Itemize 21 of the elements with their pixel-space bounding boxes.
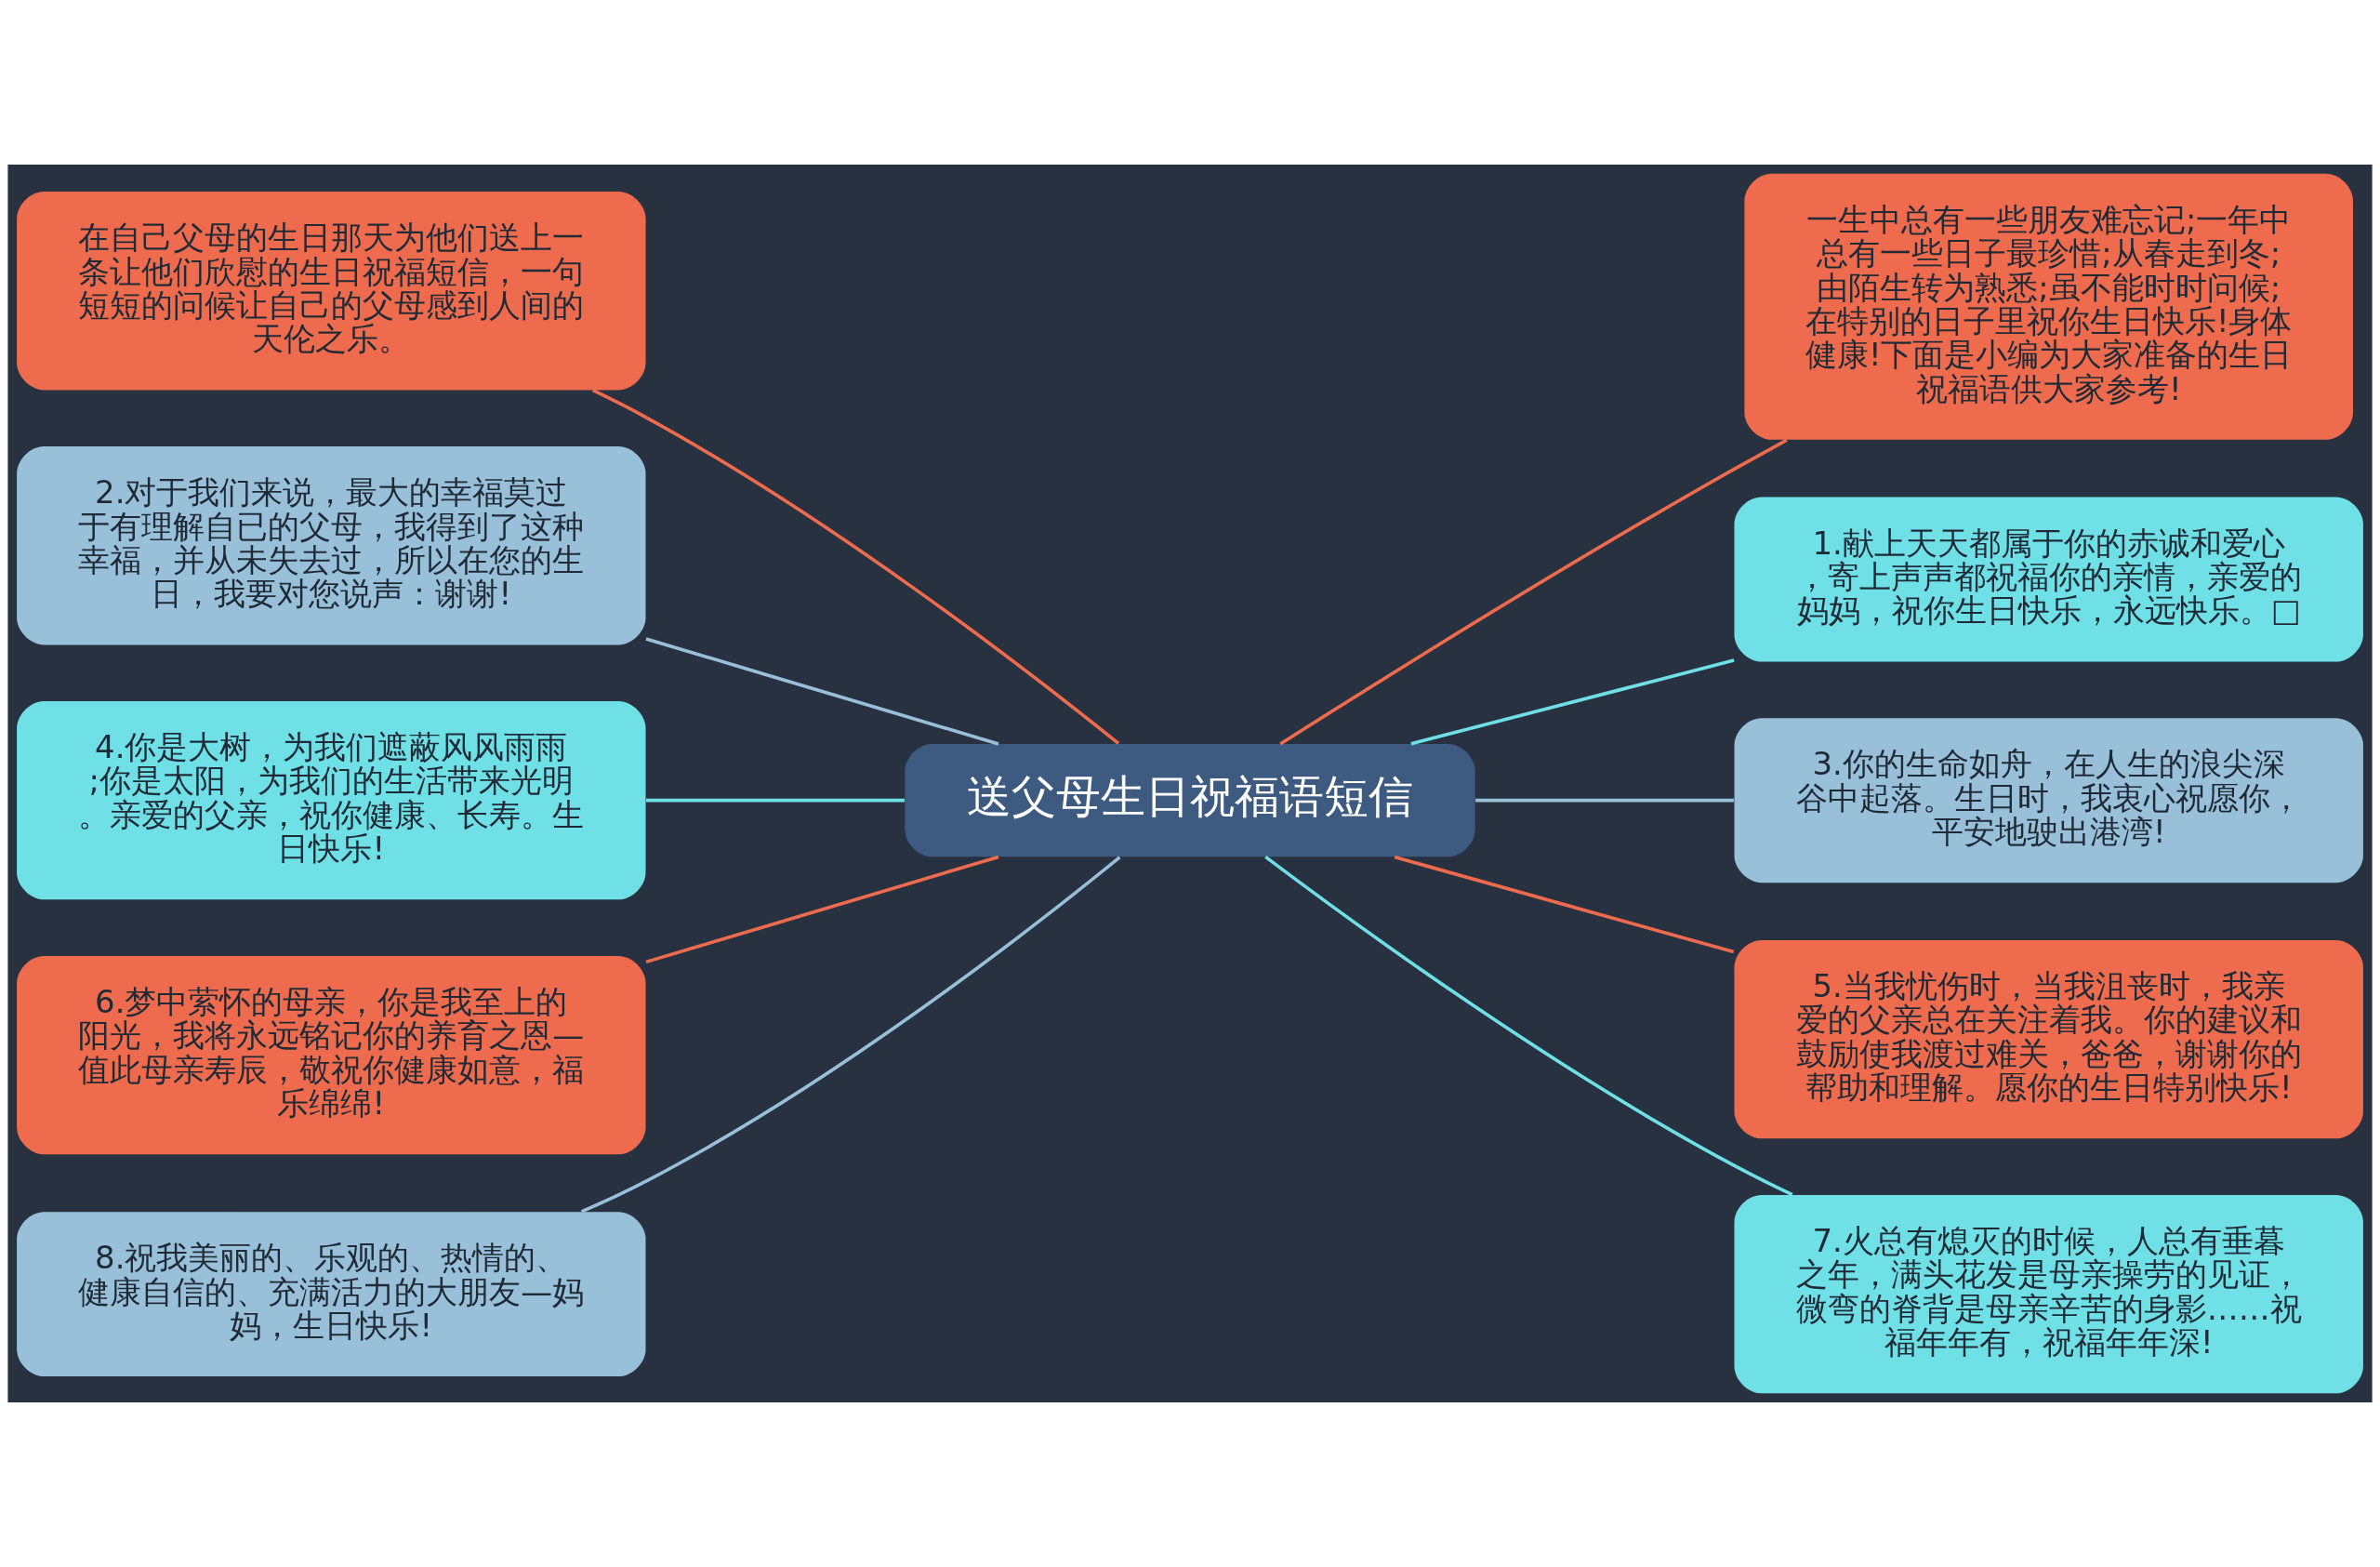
connector <box>1394 855 1735 954</box>
node-box: 2.对于我们来说，最大的幸福莫过于有理解自已的父母，我得到了这种幸福，并从未失去过，所以在您的生日，我要对您说声：谢谢! <box>17 446 646 645</box>
node-box: 7.火总有熄灭的时候，人总有垂暮之年，满头花发是母亲操劳的见证，微弯的脊背是母亲辛苦的身影……祝福年年有，祝福年年深! <box>1734 1194 2363 1394</box>
node-box: 3.你的生命如舟，在人生的浪尖深谷中起落。生日时，我衷心祝愿你，平安地驶出港湾! <box>1734 718 2363 883</box>
node-box: 6.梦中萦怀的母亲，你是我至上的阳光，我将永远铭记你的养育之恩—值此母亲寿辰，敬祝你健康如意，福乐绵绵! <box>17 955 646 1155</box>
node-box: 5.当我忧伤时，当我沮丧时，我亲爱的父亲总在关注着我。你的建议和鼓励使我渡过难关，爸爸，谢谢你的帮助和理解。愿你的生日特别快乐! <box>1734 940 2363 1139</box>
node-box: 送父母生日祝福语短信 <box>905 744 1475 857</box>
node-box: 1.献上天天都属于你的赤诚和爱心，寄上声声都祝福你的亲情，亲爱的妈妈，祝你生日快乐，永远快乐。□ <box>1734 497 2363 662</box>
connector <box>1475 798 1734 803</box>
connector <box>591 389 1120 745</box>
connector <box>1410 658 1735 746</box>
node-box: 4.你是大树，为我们遮蔽风风雨雨;你是太阳，为我们的生活带来光明。亲爱的父亲，祝你健康、长寿。生日快乐! <box>17 701 646 900</box>
node-box: 8.祝我美丽的、乐观的、热情的、健康自信的、充满活力的大朋友—妈妈，生日快乐! <box>17 1212 646 1377</box>
connector <box>1279 438 1788 746</box>
connector <box>645 855 999 964</box>
connector <box>580 856 1121 1214</box>
connector <box>645 637 999 746</box>
connector <box>1264 855 1793 1197</box>
connector <box>646 798 905 803</box>
node-box: 在自己父母的生日那天为他们送上一条让他们欣慰的生日祝福短信，一句短短的问候让自己的父母感到人间的天伦之乐。 <box>17 192 646 391</box>
node-box: 一生中总有一些朋友难忘记;一年中总有一些日子最珍惜;从春走到冬;由陌生转为熟悉;虽不能时时问候;在特别的日子里祝你生日快乐!身体健康!下面是小编为大家准备的生日祝福语供大家参考! <box>1744 173 2353 440</box>
